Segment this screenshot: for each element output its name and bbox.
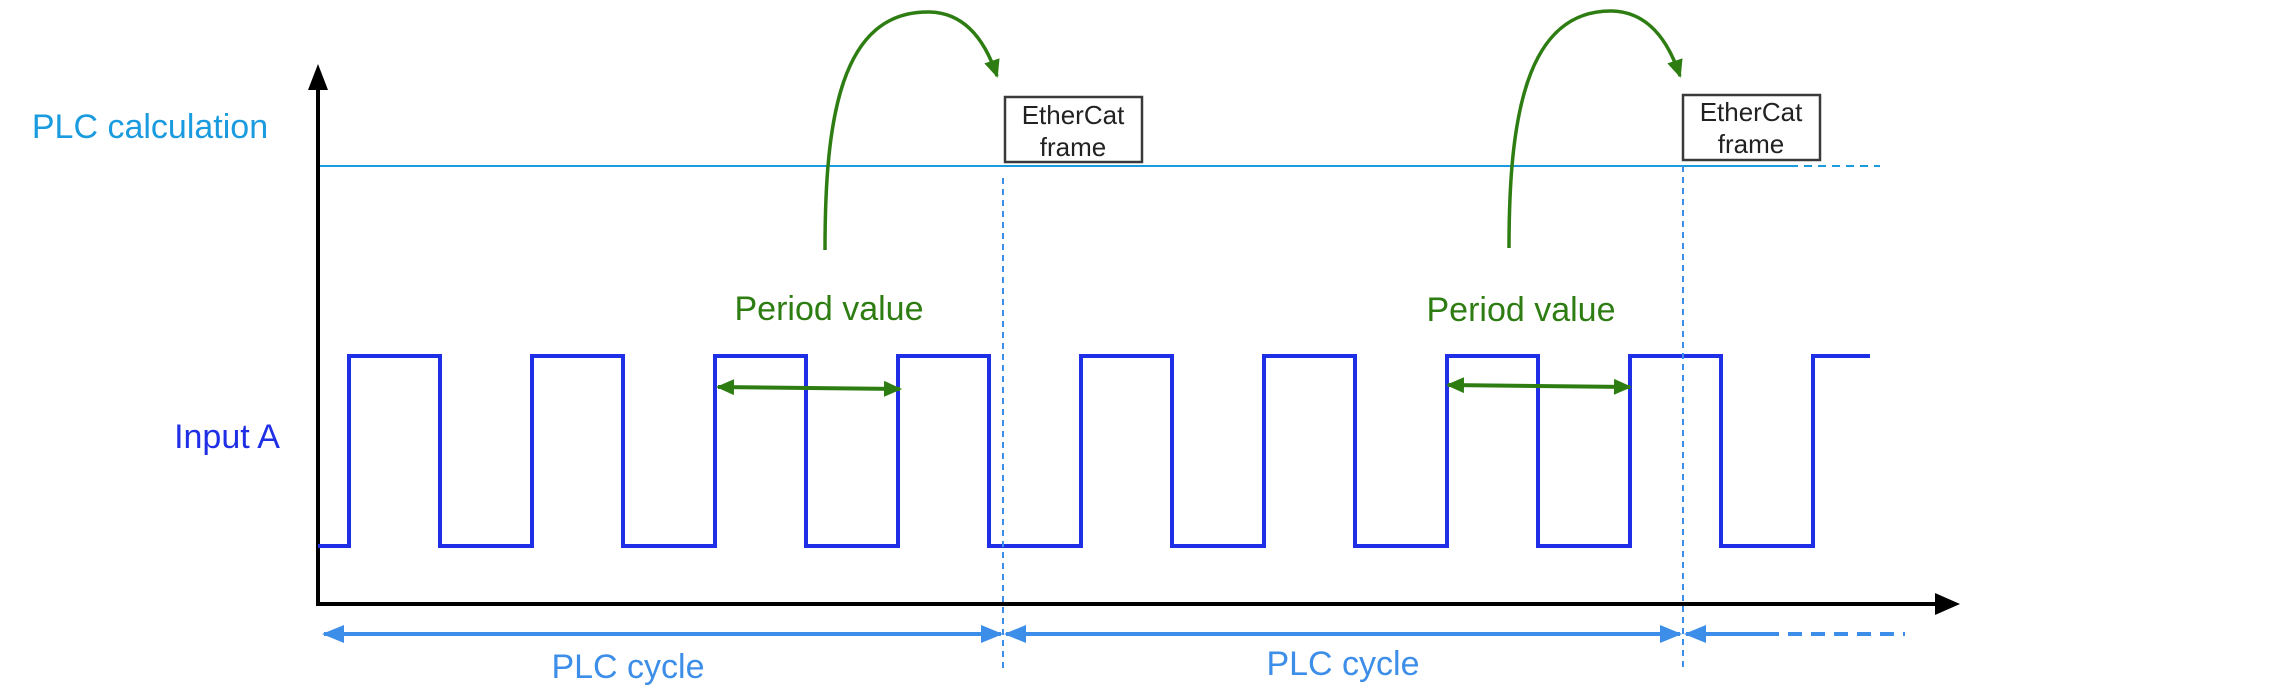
period-span-arrow-2 [1446, 377, 1632, 395]
y-axis-arrowhead [308, 64, 328, 90]
plc-cycle-label-1: PLC cycle [551, 648, 704, 686]
period-span-arrow-1 [716, 379, 902, 397]
period-value-label-2: Period value [1426, 291, 1615, 329]
input-a-signal [318, 354, 1870, 548]
period-to-frame-arrow-1 [823, 10, 1000, 251]
ethercat-frame-2-line2: frame [1718, 129, 1784, 159]
period-value-label-1: Period value [734, 290, 923, 328]
ethercat-frame-1-line1: EtherCat [1022, 100, 1125, 130]
period-to-frame-arrow-2 [1507, 9, 1683, 249]
plc-calculation-label: PLC calculation [32, 108, 268, 146]
ethercat-frame-1-line2: frame [1040, 132, 1106, 162]
plc-cycle-label-2: PLC cycle [1266, 645, 1419, 683]
input-a-label: Input A [174, 418, 280, 456]
ethercat-frame-2: EtherCat frame [1681, 93, 1822, 162]
x-axis-arrowhead [1935, 593, 1960, 615]
ethercat-frame-1: EtherCat frame [1003, 95, 1144, 164]
ethercat-frame-2-line1: EtherCat [1700, 97, 1803, 127]
